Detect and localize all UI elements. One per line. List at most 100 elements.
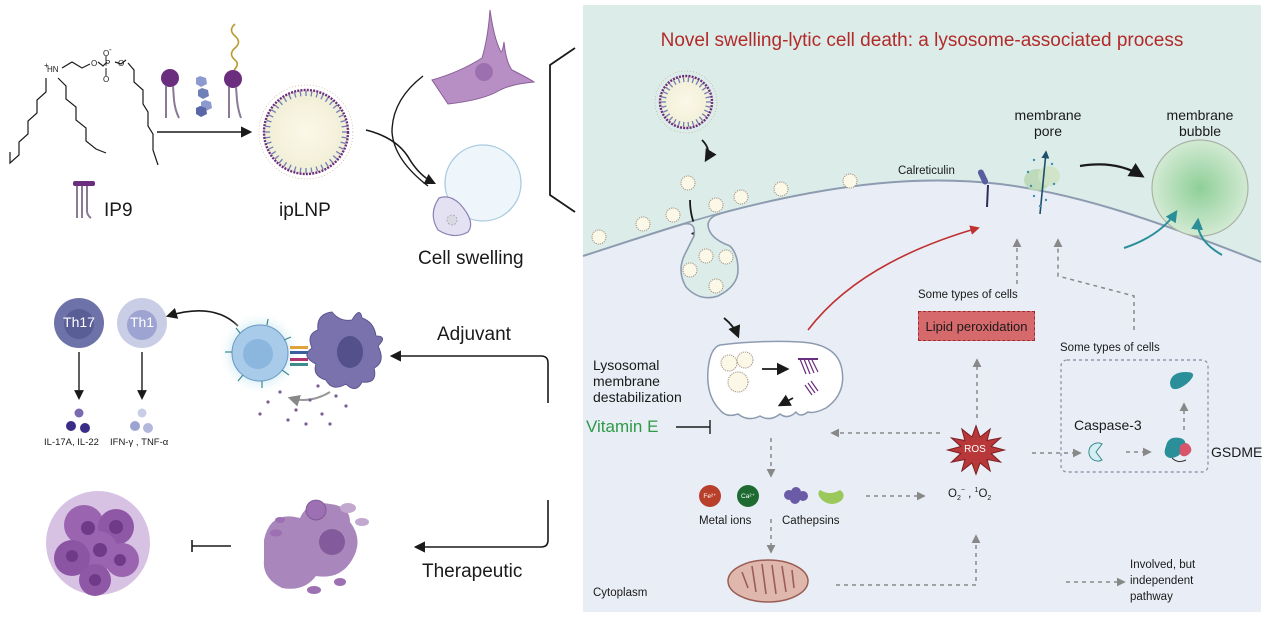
lysosomal-label-line2: membrane [593,373,660,389]
cytokine-dot [304,422,308,426]
gsdme-icon [1164,437,1192,463]
cytoplasm-label: Cytoplasm [593,587,648,599]
ca-ion-icon [737,485,759,507]
lipid-peroxidation-box: Lipid peroxidation [918,311,1035,341]
nanoparticle [733,189,749,205]
calreticulin-icon [977,169,989,208]
singlet-sup: 1 [974,487,979,494]
nanoparticle [708,197,724,213]
chem-oxygen-2: O [118,59,124,68]
lysosome-inner-arrow-2 [777,394,794,407]
bubble-inflow-arrow-1 [1123,210,1178,249]
legend-label: Involved, but independent pathway [1130,557,1195,605]
gsdme-label: GSDME [1211,444,1263,460]
some-types-label-lipid: Some types of cells [918,289,1018,301]
chem-oxygen-top: O [103,49,109,58]
superoxide-o: O [948,487,957,500]
adjuvant-arrow [389,350,549,403]
chem-amine-charge: + [44,61,49,70]
fe-ion-icon [699,485,721,507]
cytokine-dot [328,422,332,426]
dendritic-cell [306,311,383,389]
t-cell [218,311,302,395]
nanoparticle [720,354,738,372]
membrane-bubble-label-line1: membrane [1166,107,1234,123]
membrane-bubble-label: membrane bubble [1150,107,1250,139]
nanoparticle [708,278,724,294]
cytokine-dot [344,404,348,408]
superoxide-sup: − [960,487,965,494]
metal-ions-label: Metal ions [699,515,752,527]
lipid-fragments-icon [798,358,819,396]
cytokine-dot [286,418,290,422]
th17-label: Th17 [63,314,95,330]
legend-line1: Involved, but [1130,559,1196,571]
cell-to-swelling-arrow [391,75,429,187]
singlet-o: O [978,487,988,500]
lysosome-to-membrane-arrow [807,225,980,331]
lnp-approach-arrow [701,139,717,163]
chem-oxygen-1: O [91,59,97,68]
activation-arrow [165,308,239,327]
cytokine-dot [308,398,312,402]
cytokine-particles [258,384,348,426]
iplnp-label: ipLNP [279,200,331,221]
tumor-cell [431,9,536,105]
ca-ion-label: Ca²⁺ [741,493,755,500]
lysosomal-label-line3: destabilization [593,389,682,405]
nanoparticle [665,207,681,223]
ros-label: ROS [964,444,986,455]
nanoparticle [773,181,789,197]
cytokine-dot [320,412,324,416]
th1-cytokines-label: IFN-γ , TNF-α [110,437,169,448]
peg-lipid-icon [224,23,242,119]
lysed-cell [263,499,369,594]
chem-phosphate: P [105,59,110,68]
ip9-label: IP9 [104,200,133,221]
th17-cytokines-label: IL-17A, IL-22 [44,437,99,448]
cathepsin-icon-1 [784,487,808,504]
plasma-membrane [582,179,1262,263]
membrane-pore-label-line2: pore [1033,123,1063,139]
iplnp-small [654,70,718,134]
ip9-chemical-structure [9,59,159,166]
cytokine-dot [334,394,338,398]
gsdme-to-membrane-arrow [1053,238,1135,330]
nanoparticle [698,248,714,264]
cytokine-dot [258,412,262,416]
nanoparticle [682,262,698,278]
nanoparticle [736,351,754,369]
tcr-mhc-synapse [290,346,308,366]
ros-species-label: O2− , 1O2 [948,487,991,502]
species-separator: , [964,487,975,500]
cell-swelling-label: Cell swelling [418,248,524,269]
endosome-to-lysosome-arrow [723,317,741,339]
th17-cell [54,298,104,348]
membrane-pore [1024,150,1060,215]
superoxide-sub: 2 [956,495,961,503]
cytokine-dot [316,384,320,388]
nanoparticle [635,216,651,232]
diagram-title: Novel swelling-lytic cell death: a lysos… [660,30,1184,51]
inhibit-marker [191,540,231,552]
vitamin-e-inhibit [676,420,711,434]
chem-oxygen-bottom: O [103,75,109,84]
cathepsins-label: Cathepsins [782,515,840,527]
membrane-pore-label-line1: membrane [1014,107,1082,123]
adjuvant-label: Adjuvant [437,324,511,345]
swollen-cell [432,144,522,237]
singlet-sub: 2 [987,495,992,503]
therapeutic-label: Therapeutic [422,561,523,582]
nanoparticle [591,229,607,245]
lnp-to-cell-arrow [365,129,437,185]
legend-line2: independent [1130,575,1194,587]
vitamin-e-label: Vitamin E [586,417,659,436]
cytokine-dot [294,408,298,412]
ros-burst-icon [945,424,1007,476]
caspase-3-icon [1088,442,1103,462]
nanoparticle [718,249,734,265]
th1-cytokines-icon [130,408,153,433]
nanoparticle [680,175,696,191]
therapeutic-arrow [413,500,549,553]
pore-to-bubble-arrow [1079,162,1145,178]
